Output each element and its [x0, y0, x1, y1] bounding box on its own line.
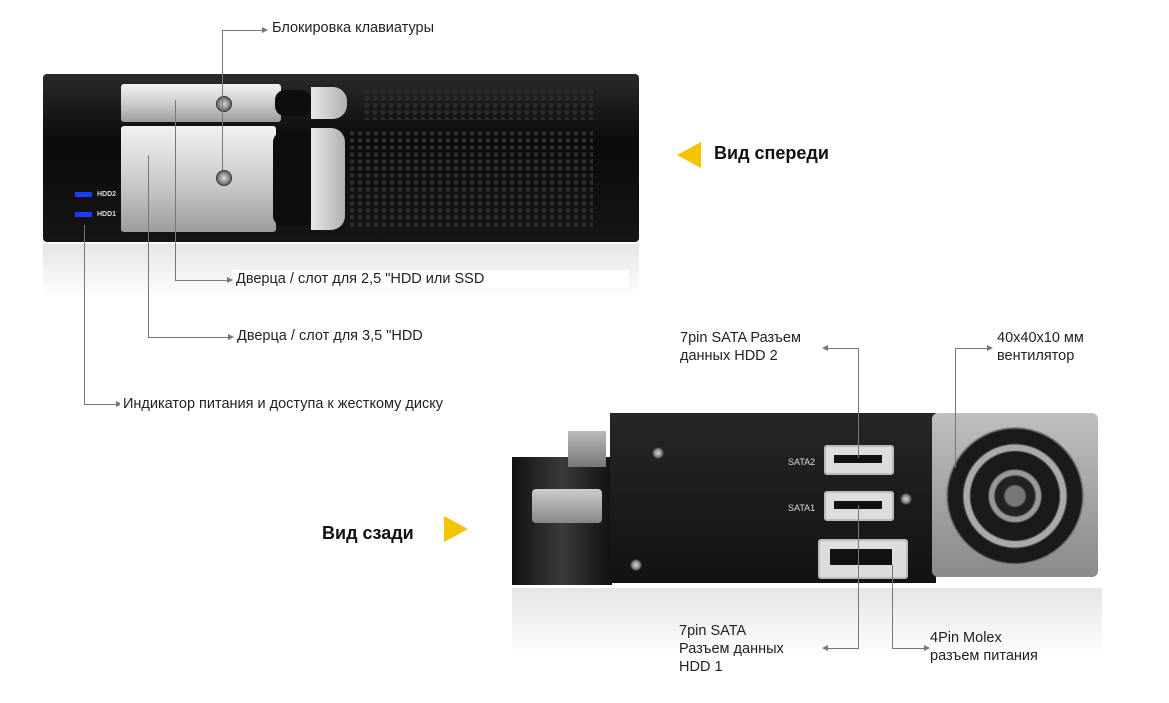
sata1-port-label: SATA1: [788, 503, 816, 513]
leader-line: [828, 348, 858, 349]
tray-35-handle-window: [273, 132, 313, 226]
rear-view-pointer-icon: [444, 516, 468, 542]
leader-line: [892, 565, 893, 649]
label-sata1-line1: 7pin SATA: [679, 623, 747, 639]
sata2-port-label: SATA2: [788, 457, 816, 467]
label-molex-line1: 4Pin Molex: [930, 630, 1002, 646]
label-slot-35: Дверца / слот для 3,5 "HDD: [234, 327, 426, 345]
leader-line: [955, 348, 987, 349]
arrow-icon: [228, 334, 234, 340]
arrow-icon: [262, 27, 268, 33]
leader-line: [222, 30, 262, 31]
leader-line: [148, 155, 149, 338]
keyboard-lock-lower-icon: [216, 170, 232, 186]
rear-screw-icon: [652, 447, 664, 459]
label-fan-line2: вентилятор: [997, 348, 1075, 364]
tray-35-grill: [348, 130, 593, 228]
arrow-icon: [924, 645, 930, 651]
leader-line: [858, 505, 859, 649]
rear-screw-icon: [630, 559, 642, 571]
leader-line: [148, 337, 228, 338]
tray-25-handle: [311, 87, 347, 119]
tray-25-grill: [363, 88, 593, 120]
front-view-title: Вид спереди: [714, 143, 829, 163]
label-sata2-line2: данных HDD 2: [680, 348, 778, 364]
tray-35-handle: [311, 128, 345, 230]
molex-port: [818, 539, 908, 579]
rear-device-reflection: [512, 588, 1102, 658]
leader-line: [858, 348, 859, 458]
label-molex-line2: разъем питания: [930, 648, 1038, 664]
keyboard-lock-upper-icon: [216, 96, 232, 112]
rear-hinge: [568, 431, 606, 467]
front-view-pointer-icon: [677, 142, 701, 168]
label-fan-line1: 40x40x10 мм: [997, 330, 1084, 346]
tray-25-door: [121, 84, 281, 122]
leader-line: [84, 225, 85, 405]
arrow-icon: [822, 345, 828, 351]
leader-line: [84, 404, 116, 405]
leader-line: [955, 348, 956, 468]
label-sata1-line3: HDD 1: [679, 659, 723, 675]
sata2-port: [824, 445, 894, 475]
tray-35-door: [121, 126, 276, 232]
rear-device-image: SATA2 SATA1: [512, 413, 1102, 585]
led-hdd1-label: HDD1: [97, 211, 117, 218]
sata1-port: [824, 491, 894, 521]
led-hdd1-icon: [75, 212, 92, 217]
arrow-icon: [116, 401, 122, 407]
rear-view-title: Вид сзади: [322, 523, 414, 543]
leader-line: [175, 280, 227, 281]
leader-line: [892, 648, 924, 649]
label-keyboard-lock: Блокировка клавиатуры: [269, 19, 438, 37]
led-hdd2-label: HDD2: [97, 191, 117, 198]
tray-25-handle-window: [275, 90, 311, 116]
label-indicator: Индикатор питания и доступа к жесткому д…: [120, 395, 446, 413]
label-sata1-line2: Разъем данных: [679, 641, 784, 657]
leader-line: [828, 648, 858, 649]
leader-line: [222, 30, 223, 170]
led-hdd2-icon: [75, 192, 92, 197]
leader-line: [175, 100, 176, 281]
rear-latch: [532, 489, 602, 523]
arrow-icon: [987, 345, 993, 351]
front-device-image: HDD2 HDD1: [43, 74, 639, 242]
fan-grill-icon: [946, 427, 1084, 565]
label-sata2-line1: 7pin SATA Разъем: [680, 330, 801, 346]
label-slot-25: Дверца / слот для 2,5 "HDD или SSD: [233, 270, 629, 288]
arrow-icon: [822, 645, 828, 651]
fan-icon: [932, 413, 1098, 577]
arrow-icon: [227, 277, 233, 283]
rear-screw-icon: [900, 493, 912, 505]
